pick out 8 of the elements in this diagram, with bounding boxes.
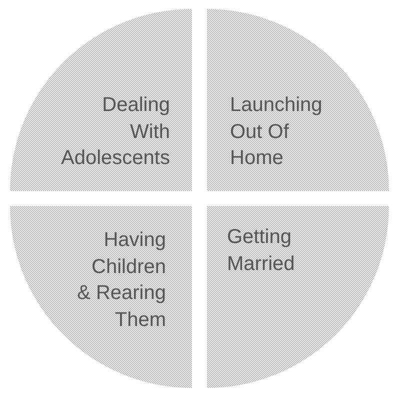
quarter-circle-segment [207, 9, 389, 191]
quarter-circle-segment [10, 206, 192, 388]
quarter-circle-segment [10, 9, 192, 191]
stage-label: Launching Out Of Home [230, 93, 322, 171]
stage-label: Dealing With Adolescents [61, 93, 170, 171]
stage-label: Having Children & Rearing Them [77, 228, 166, 332]
stage-label: Getting Married [227, 225, 295, 276]
quarter-circle-segment [207, 206, 389, 388]
